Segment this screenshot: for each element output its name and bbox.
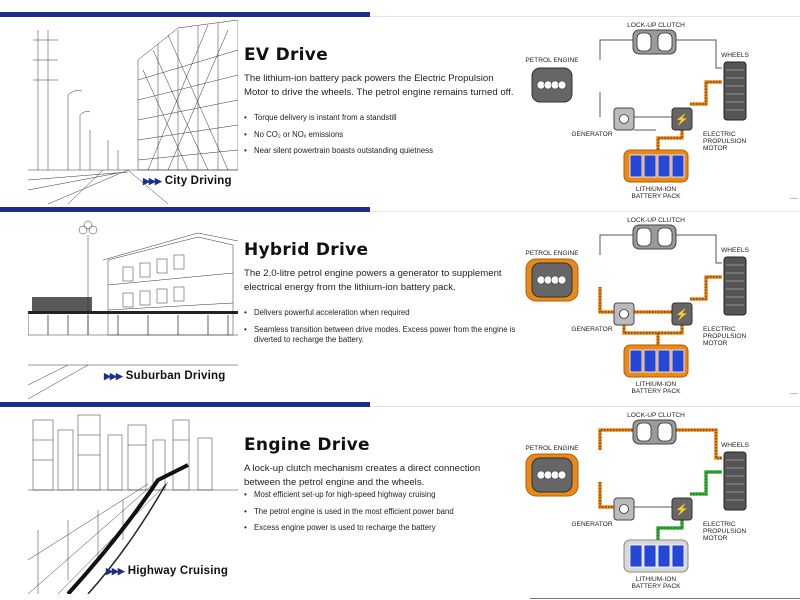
section-accent-bar [0,12,370,17]
battery-label-2: BATTERY PACK [632,193,682,200]
battery-label-2: BATTERY PACK [632,583,682,590]
petrol-engine-label: PETROL ENGINE [525,445,579,452]
list-item: Seamless transition between drive modes.… [244,325,524,346]
section-description: The lithium-ion battery pack powers the … [244,73,514,98]
triple-arrow-icon: ▶▶▶ [143,176,162,186]
driving-context-caption: ▶▶▶Highway Cruising [106,565,228,577]
triple-arrow-icon: ▶▶▶ [106,566,125,576]
divider [0,16,800,17]
svg-text:⚡: ⚡ [675,113,689,126]
feature-list: Most efficient set-up for high-speed hig… [244,490,524,540]
section-accent-bar [0,402,370,407]
powertrain-diagram: ⚡ LOCK-UP CLUTCH PETROL ENGINE WHEELS GE… [525,22,749,200]
caption-text: Suburban Driving [125,370,226,382]
list-item: Delivers powerful acceleration when requ… [244,308,524,319]
section-title: Hybrid Drive [244,240,369,260]
generator-label: GENERATOR [571,326,612,333]
suburban-sketch-image [28,220,238,399]
motor-label-2: PROPULSION [703,528,746,535]
driving-context-caption: ▶▶▶City Driving [143,175,232,187]
battery-label-1: LITHIUM-ION [636,576,677,583]
section-description: The 2.0-litre petrol engine powers a gen… [244,268,502,293]
section-title: Engine Drive [244,435,370,455]
powertrain-diagram: ⚡ LOCK-UP CLUTCH PETROL ENGINE WHEELS GE… [525,412,749,590]
petrol-engine-label: PETROL ENGINE [525,57,579,64]
motor-label-1: ELECTRIC [703,326,736,333]
caption-text: City Driving [164,175,232,187]
motor-label-1: ELECTRIC [703,131,736,138]
feature-list: Delivers powerful acceleration when requ… [244,308,524,352]
motor-label-2: PROPULSION [703,138,746,145]
divider [790,393,798,394]
highway-sketch-image [28,414,238,594]
generator-label: GENERATOR [571,131,612,138]
battery-label-1: LITHIUM-ION [636,186,677,193]
list-item: No CO₂ or NOₓ emissions [244,130,524,141]
powertrain-diagram: ⚡ LOCK-UP CLUTCH PETROL ENGINE WHEELS GE… [525,217,749,395]
section-title: EV Drive [244,45,329,65]
lockup-clutch-label: LOCK-UP CLUTCH [627,22,685,29]
list-item: Excess engine power is used to recharge … [244,523,524,534]
wheels-label: WHEELS [721,247,749,254]
ev-drive-section: ▶▶▶City Driving EV Drive The lithium-ion… [0,12,800,207]
svg-text:⚡: ⚡ [675,503,689,516]
petrol-engine-label: PETROL ENGINE [525,250,579,257]
list-item: Near silent powertrain boasts outstandin… [244,146,524,157]
battery-label-1: LITHIUM-ION [636,381,677,388]
wheels-label: WHEELS [721,442,749,449]
divider [0,211,800,212]
generator-label: GENERATOR [571,521,612,528]
feature-list: Torque delivery is instant from a stands… [244,113,524,163]
triple-arrow-icon: ▶▶▶ [104,371,123,381]
battery-label-2: BATTERY PACK [632,388,682,395]
hybrid-drive-section: ▶▶▶Suburban Driving Hybrid Drive The 2.0… [0,207,800,402]
motor-label-2: PROPULSION [703,333,746,340]
lockup-clutch-label: LOCK-UP CLUTCH [627,217,685,224]
lockup-clutch-label: LOCK-UP CLUTCH [627,412,685,419]
list-item: Most efficient set-up for high-speed hig… [244,490,524,501]
city-sketch-image [28,20,238,204]
divider [0,406,800,407]
section-description: A lock-up clutch mechanism creates a dir… [244,463,481,488]
engine-drive-section: ▶▶▶Highway Cruising Engine Drive A lock-… [0,402,800,597]
svg-text:⚡: ⚡ [675,308,689,321]
motor-label-3: MOTOR [703,535,728,542]
wheels-label: WHEELS [721,52,749,59]
section-accent-bar [0,207,370,212]
list-item: The petrol engine is used in the most ef… [244,507,524,518]
divider [530,598,800,599]
caption-text: Highway Cruising [127,565,229,577]
motor-label-3: MOTOR [703,340,728,347]
driving-context-caption: ▶▶▶Suburban Driving [104,370,225,382]
motor-label-1: ELECTRIC [703,521,736,528]
list-item: Torque delivery is instant from a stands… [244,113,524,124]
divider [790,198,798,199]
motor-label-3: MOTOR [703,145,728,152]
